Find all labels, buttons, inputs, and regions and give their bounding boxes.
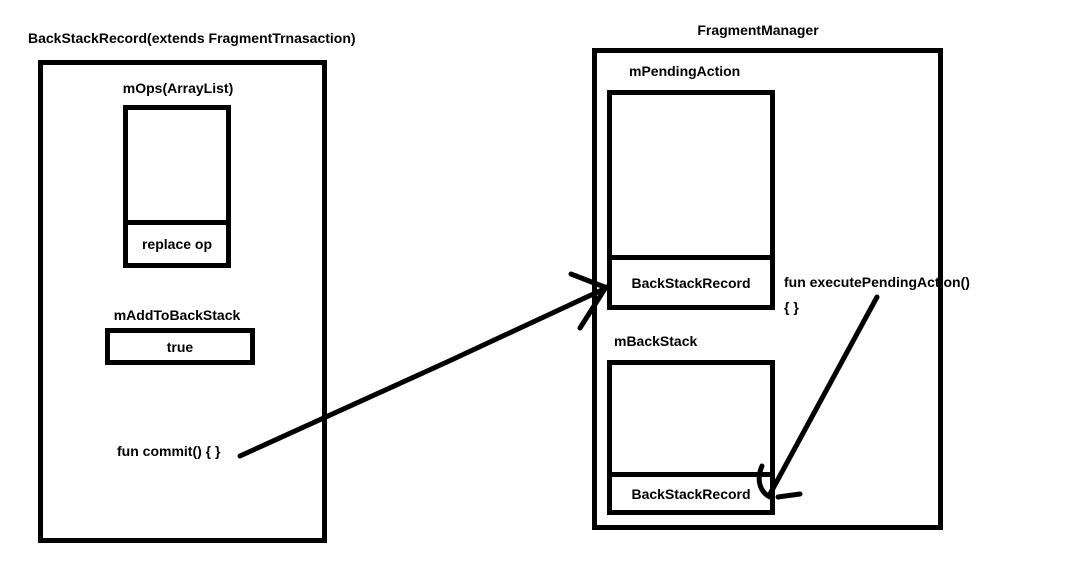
mpendingaction-backstackrecord-cell: BackStackRecord xyxy=(612,255,770,305)
mpendingaction-box: BackStackRecord xyxy=(607,90,775,310)
mops-empty-cell xyxy=(128,110,226,220)
mbackstack-label: mBackStack xyxy=(614,333,698,349)
fragmentmanager-title: FragmentManager xyxy=(697,22,819,38)
replace-op-cell: replace op xyxy=(128,220,226,263)
mpendingaction-empty-cell xyxy=(612,95,770,255)
commit-function-label: fun commit() { } xyxy=(117,443,221,459)
backstackrecord-title: BackStackRecord(extends FragmentTrnasact… xyxy=(28,30,356,46)
true-value-box: true xyxy=(105,328,255,365)
mbackstack-box: BackStackRecord xyxy=(607,360,775,515)
mbackstack-empty-cell xyxy=(612,365,770,472)
mops-box: replace op xyxy=(123,105,231,268)
mbackstack-backstackrecord-cell: BackStackRecord xyxy=(612,472,770,510)
mpendingaction-label: mPendingAction xyxy=(629,63,741,79)
maddtobackstack-label: mAddToBackStack xyxy=(113,307,241,323)
execute-pending-action-label: fun executePendingAction() xyxy=(784,274,970,290)
mops-label: mOps(ArrayList) xyxy=(122,80,234,96)
execute-pending-action-body: { } xyxy=(784,299,799,315)
